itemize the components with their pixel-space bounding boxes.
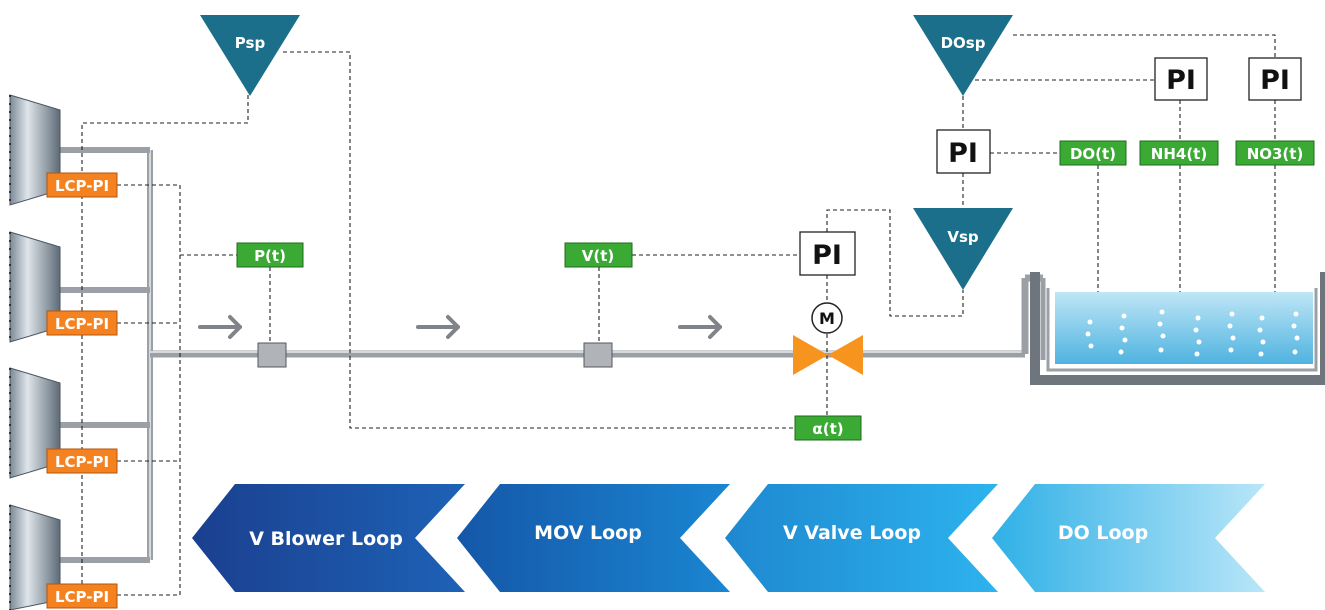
flow-sensor (583, 342, 613, 368)
loop-label-do: DO Loop (1058, 522, 1148, 544)
no3-measurement-label: NO3(t) (1247, 145, 1304, 163)
control-valve (793, 335, 863, 375)
flow-measurement-label: V(t) (582, 247, 615, 265)
pi-controller-nh4-label: PI (1166, 65, 1196, 96)
local-controller-2: LCP-PI (46, 310, 118, 336)
local-controller-3: LCP-PI (46, 448, 118, 474)
loop-label-v-valve: V Valve Loop (783, 522, 921, 544)
flow-arrow-1 (198, 315, 242, 339)
local-controller-3-label: LCP-PI (55, 453, 109, 471)
pi-controller-do: PI (936, 129, 991, 174)
aeration-tank (1030, 272, 1325, 385)
do-measurement: DO(t) (1059, 140, 1127, 166)
loop-chevron-v-blower: V Blower Loop (192, 484, 465, 592)
nh4-measurement-label: NH4(t) (1151, 145, 1207, 163)
pi-controller-no3: PI (1248, 57, 1302, 101)
pressure-sensor (257, 342, 287, 368)
do-measurement-label: DO(t) (1070, 145, 1116, 163)
pi-controller-valve: PI (799, 231, 856, 276)
local-controller-1: LCP-PI (46, 172, 118, 198)
flow-arrow-2 (416, 315, 460, 339)
valve-position-measurement-label: α(t) (812, 420, 843, 438)
motor-label: M (819, 309, 835, 328)
pi-controller-nh4: PI (1154, 57, 1208, 101)
nh4-measurement: NH4(t) (1139, 140, 1219, 166)
valve-position-measurement: α(t) (794, 415, 862, 441)
loop-chevron-do: DO Loop (992, 484, 1265, 592)
local-controller-1-label: LCP-PI (55, 177, 109, 195)
do-setpoint: DOsp (913, 15, 1013, 96)
pressure-setpoint: Psp (200, 15, 300, 96)
pressure-measurement: P(t) (236, 242, 304, 268)
loop-label-v-blower: V Blower Loop (249, 528, 403, 550)
do-setpoint-label: DOsp (941, 34, 986, 52)
local-controller-2-label: LCP-PI (55, 315, 109, 333)
loop-chevron-v-valve: V Valve Loop (725, 484, 998, 592)
pi-controller-no3-label: PI (1260, 65, 1290, 96)
flow-measurement: V(t) (564, 242, 633, 268)
loop-chevron-mov: MOV Loop (457, 484, 730, 592)
local-controller-4: LCP-PI (46, 583, 118, 609)
motor-actuator: M (811, 302, 843, 334)
air-bubbles (1085, 309, 1300, 357)
flow-arrows (198, 315, 722, 339)
flow-arrow-3 (678, 315, 722, 339)
pi-controller-do-label: PI (948, 138, 978, 169)
pi-controller-valve-label: PI (812, 240, 842, 271)
loop-label-mov: MOV Loop (534, 522, 642, 544)
flow-setpoint-label: Vsp (947, 228, 979, 246)
local-controller-4-label: LCP-PI (55, 588, 109, 606)
pressure-measurement-label: P(t) (254, 247, 286, 265)
no3-measurement: NO3(t) (1235, 140, 1315, 166)
pressure-setpoint-label: Psp (235, 34, 266, 52)
flow-setpoint: Vsp (913, 208, 1013, 290)
